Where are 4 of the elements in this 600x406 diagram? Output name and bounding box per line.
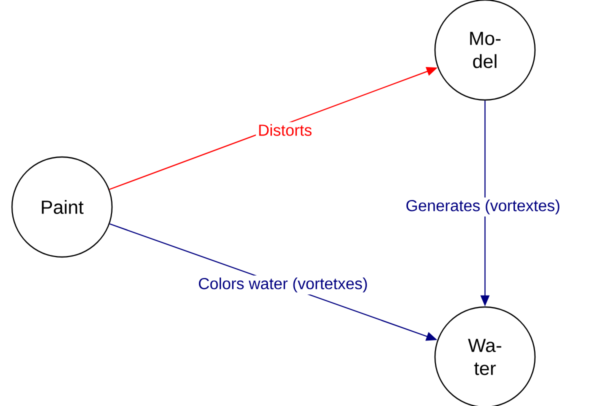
circle-node: Paint [11, 156, 113, 258]
edge-label: Distorts [256, 122, 314, 138]
edge-label: Colors water (vortetxes) [196, 276, 370, 294]
edge-label: Generates (vortextes) [404, 198, 562, 216]
